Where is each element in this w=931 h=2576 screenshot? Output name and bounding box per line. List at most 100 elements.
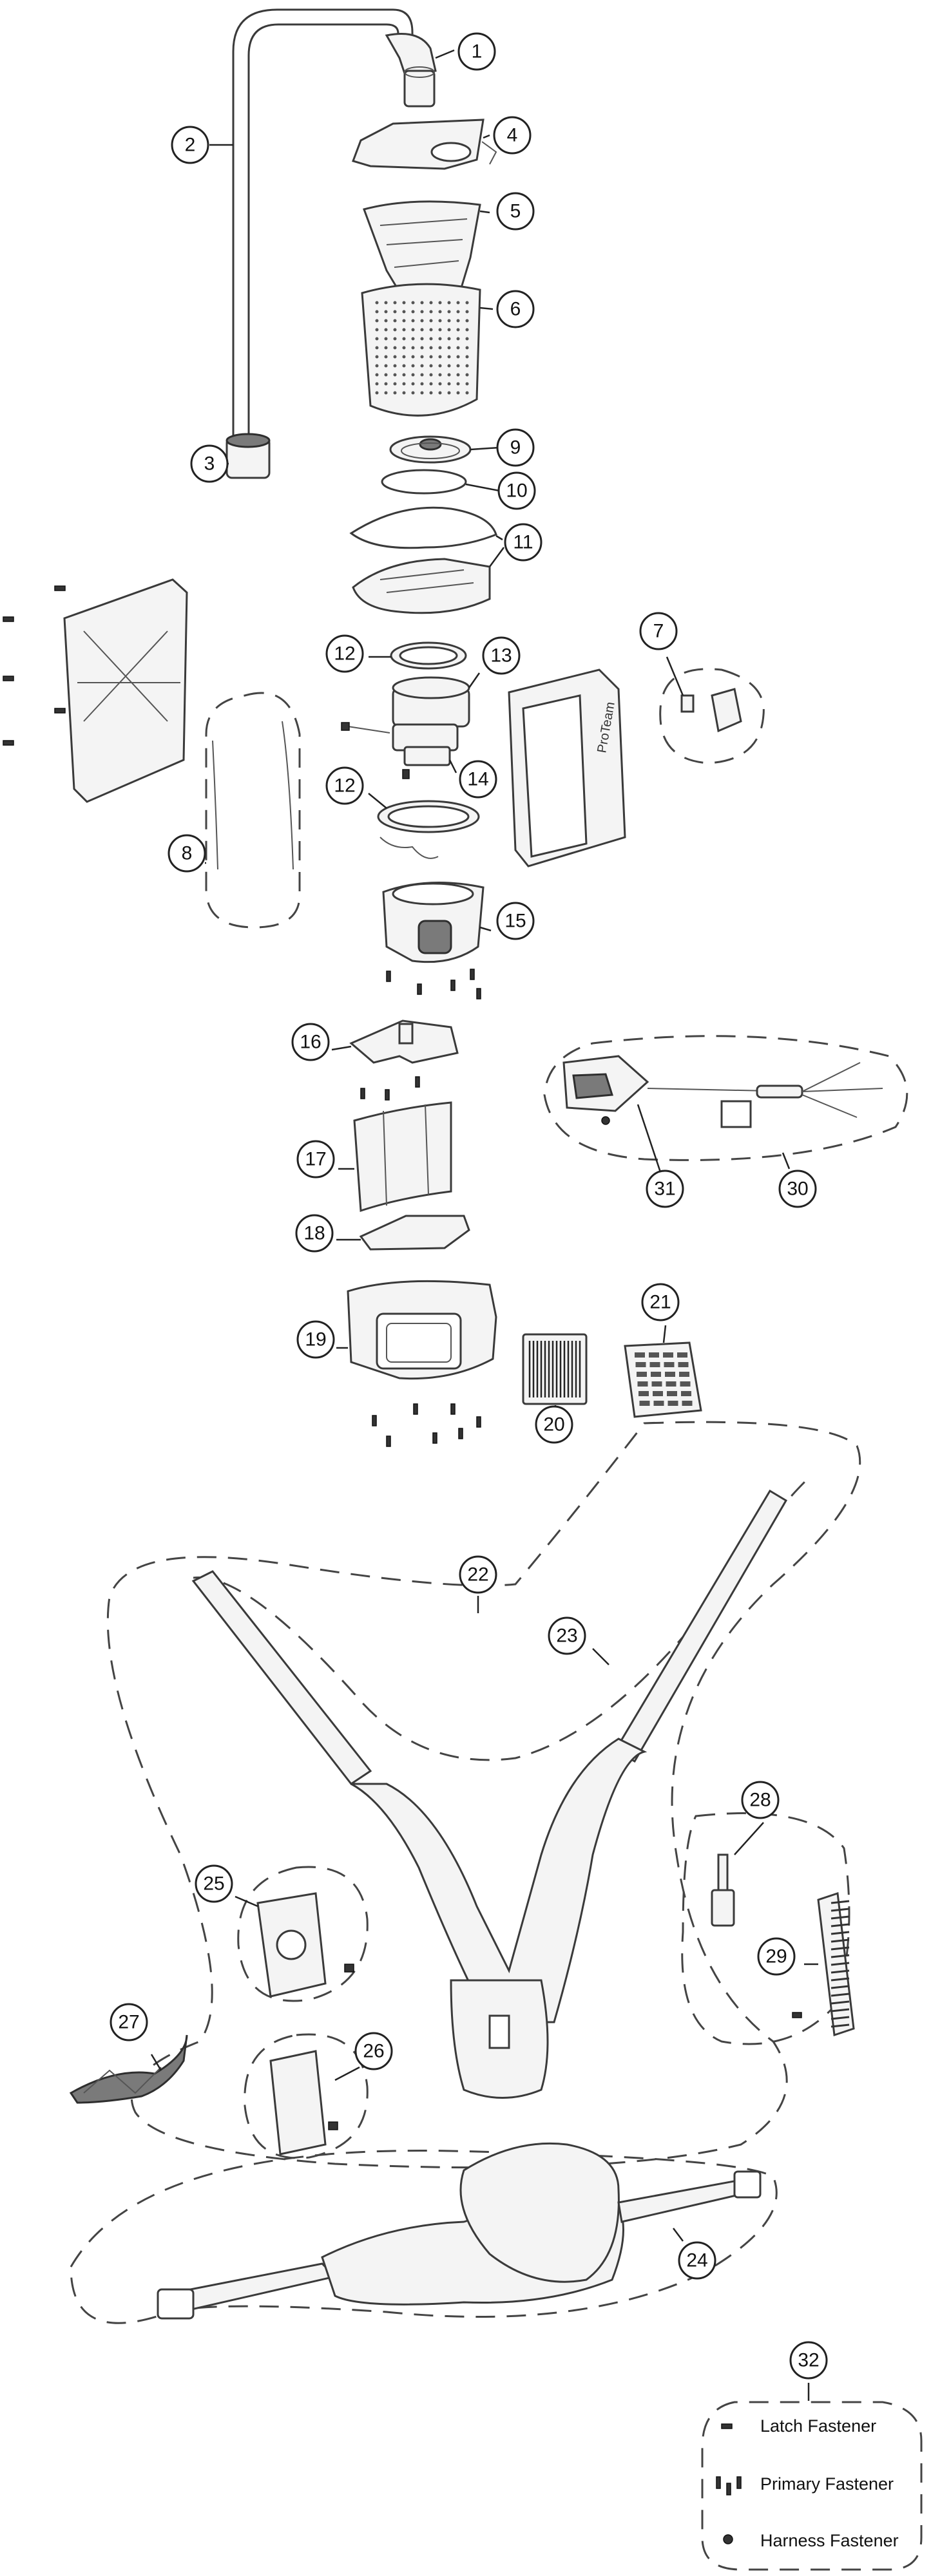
callout-circle	[168, 834, 206, 873]
callout-number: 27	[118, 2012, 139, 2033]
primary-fasteners-15	[386, 969, 481, 999]
part-7-latch	[659, 668, 765, 764]
part-12-ring-lower	[377, 800, 480, 859]
part-32-fastener-legend: Latch Fastener Primary Fastener Harness …	[701, 2401, 923, 2571]
callout-circle	[459, 1555, 497, 1594]
callout-number: 12	[334, 775, 355, 797]
part-5-filter-cone	[363, 200, 481, 304]
callout-8: 8	[168, 834, 206, 873]
callout-circle	[504, 523, 542, 562]
callout-number: 9	[510, 437, 521, 459]
part-10-thin-disk	[381, 469, 467, 495]
callout-circle	[110, 2003, 148, 2041]
callout-25: 25	[195, 1864, 233, 1903]
legend-latch: Latch Fastener	[760, 2416, 876, 2436]
part-16-bracket	[349, 1019, 459, 1101]
callout-30: 30	[778, 1170, 817, 1208]
callout-circle	[291, 1023, 330, 1061]
callout-5: 5	[496, 192, 535, 231]
callout-circle	[296, 1140, 335, 1179]
callout-number: 8	[182, 843, 193, 864]
primary-fasteners-19	[372, 1403, 481, 1447]
callout-14: 14	[459, 760, 497, 799]
callout-circle	[354, 2032, 393, 2070]
part-29-comb	[792, 1891, 855, 2037]
callout-7: 7	[639, 612, 678, 650]
callout-number: 5	[510, 201, 521, 222]
part-11-gasket-cover	[349, 506, 497, 614]
part-26-pad-small	[244, 2033, 369, 2159]
callout-number: 11	[513, 532, 533, 553]
part-25-pad	[237, 1866, 369, 2002]
callout-number: 28	[749, 1790, 771, 1811]
callout-17: 17	[296, 1140, 335, 1179]
callout-circle	[789, 2341, 828, 2380]
callout-number: 24	[686, 2250, 707, 2271]
part-27-lattice-strap	[69, 2034, 188, 2104]
callout-23: 23	[548, 1616, 586, 1655]
callout-number: 2	[185, 135, 196, 156]
callout-circle	[195, 1864, 233, 1903]
part-13-motor	[341, 676, 470, 779]
callout-31: 31	[646, 1170, 684, 1208]
callout-circle	[496, 290, 535, 328]
callout-circle	[171, 126, 209, 164]
callout-number: 22	[467, 1564, 488, 1586]
callout-circle	[535, 1405, 573, 1444]
part-9-filter-disk	[389, 435, 472, 464]
back-panel-left	[3, 578, 188, 803]
part-3-bottom-cuff	[226, 433, 271, 479]
callout-32: 32	[789, 2341, 828, 2380]
callout-circle	[296, 1320, 335, 1359]
callout-circle	[190, 444, 229, 483]
callout-11: 11	[504, 523, 542, 562]
leader-lines	[150, 49, 818, 2401]
callout-4: 4	[493, 116, 532, 155]
callout-number: 3	[204, 453, 215, 475]
callout-15: 15	[496, 902, 535, 940]
callout-number: 32	[798, 2350, 819, 2371]
callout-13: 13	[482, 636, 521, 675]
part-17-foam-panel	[353, 1101, 452, 1213]
part-23-handle-frame	[191, 1480, 807, 2099]
callout-circle	[497, 471, 536, 510]
part-30-cord-assembly	[543, 1035, 908, 1161]
callout-29: 29	[757, 1937, 796, 1976]
callout-22: 22	[459, 1555, 497, 1594]
callout-6: 6	[496, 290, 535, 328]
callout-number: 4	[507, 125, 518, 146]
callout-number: 15	[504, 911, 526, 932]
callout-circle	[778, 1170, 817, 1208]
callout-21: 21	[641, 1283, 680, 1321]
callout-circle	[295, 1214, 334, 1253]
part-18-wedge	[359, 1215, 470, 1251]
callout-number: 7	[653, 621, 664, 642]
callout-number: 14	[467, 769, 488, 790]
callout-circle	[496, 902, 535, 940]
part-4-lid	[352, 118, 497, 170]
callout-number: 23	[556, 1625, 577, 1647]
callout-number: 20	[543, 1414, 564, 1435]
callout-number: 10	[506, 480, 527, 502]
callout-18: 18	[295, 1214, 334, 1253]
callout-19: 19	[296, 1320, 335, 1359]
callout-12b: 12	[325, 766, 364, 805]
callout-27: 27	[110, 2003, 148, 2041]
callout-number: 30	[787, 1179, 808, 1200]
callout-circle	[741, 1781, 780, 1819]
callout-number: 1	[472, 41, 483, 62]
part-1-elbow-cuff	[385, 33, 437, 108]
callout-number: 29	[765, 1946, 787, 1967]
callout-circle	[678, 2241, 716, 2280]
callout-number: 26	[363, 2041, 384, 2062]
latch-fastener-icon	[721, 2423, 733, 2429]
part-12-ring-upper	[390, 641, 467, 670]
callout-number: 16	[300, 1032, 321, 1053]
part-21-grille	[624, 1341, 702, 1418]
part-28-buckle	[681, 1812, 850, 2045]
callout-circle	[459, 760, 497, 799]
harness-fastener-icon	[723, 2534, 733, 2544]
